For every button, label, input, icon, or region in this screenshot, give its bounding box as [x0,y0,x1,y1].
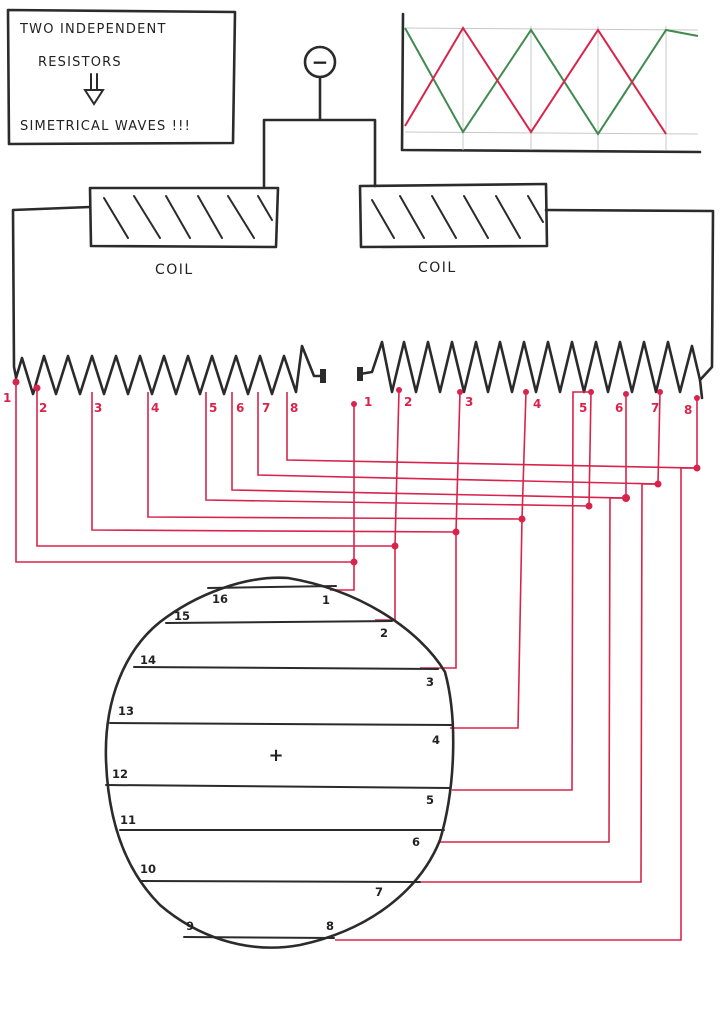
wave-plot [400,12,702,154]
left-tap-3: 3 [94,401,102,415]
disc-left-14: 14 [140,653,156,667]
coil-left: COIL [88,186,280,278]
right-tap-3: 3 [465,395,473,409]
resistor-left-terminal [320,369,326,383]
left-tap-1: 1 [3,391,11,405]
note-line-3: SIMETRICAL WAVES !!! [20,119,191,134]
disc-right-2: 2 [380,626,388,640]
wave-red [404,26,667,135]
resistor-right [358,340,704,400]
right-tap-7: 7 [651,401,659,415]
disc-center-mark: + [268,745,283,766]
left-tap-2: 2 [39,401,47,415]
coil-left-label: COIL [155,262,194,278]
disc-right-1: 1 [322,593,330,607]
disc-left-13: 13 [118,704,134,718]
note-line-1: TWO INDEPENDENT [19,22,167,37]
disc-left-9: 9 [186,919,194,933]
right-tap-1: 1 [364,395,372,409]
left-tap-8: 8 [290,401,298,415]
right-tap-2: 2 [404,395,412,409]
right-tap-6: 6 [615,401,623,415]
disc-right-5: 5 [426,793,434,807]
left-tap-6: 6 [236,401,244,415]
disc-left-12: 12 [112,767,128,781]
disc-right-3: 3 [426,675,434,689]
frame-wire [11,205,715,382]
disc-right-4: 4 [432,733,440,747]
wave-green [404,27,699,136]
note-box: TWO INDEPENDENT RESISTORS SIMETRICAL WAV… [6,8,237,146]
tap-wiring [12,378,701,941]
left-tap-5: 5 [209,401,217,415]
right-tap-5: 5 [579,401,587,415]
disc-left-10: 10 [140,862,156,876]
left-tap-4: 4 [151,401,159,415]
disc-left-15: 15 [174,609,190,623]
left-tap-labels: 1 2 3 4 5 6 7 8 [3,391,298,415]
down-arrow-icon [83,73,105,106]
wave-plot-grid [404,26,699,150]
disc-right-7: 7 [375,885,383,899]
left-tap-7: 7 [262,401,270,415]
note-line-2: RESISTORS [38,55,122,70]
meter-minus-icon: − [312,50,329,74]
coil-right: COIL [358,182,549,276]
meter: − [262,45,377,188]
right-tap-labels: 1 2 3 4 5 6 7 8 [364,395,692,417]
disc-left-11: 11 [120,813,136,827]
disc-left-16: 16 [212,592,228,606]
right-tap-4: 4 [533,397,541,411]
segmented-disc: + 1 2 3 4 5 6 7 8 16 15 14 13 12 11 10 9 [104,576,455,949]
disc-right-6: 6 [412,835,420,849]
disc-right-8: 8 [326,919,334,933]
coil-right-label: COIL [418,260,457,276]
resistor-left [14,344,324,396]
right-tap-8: 8 [684,403,692,417]
